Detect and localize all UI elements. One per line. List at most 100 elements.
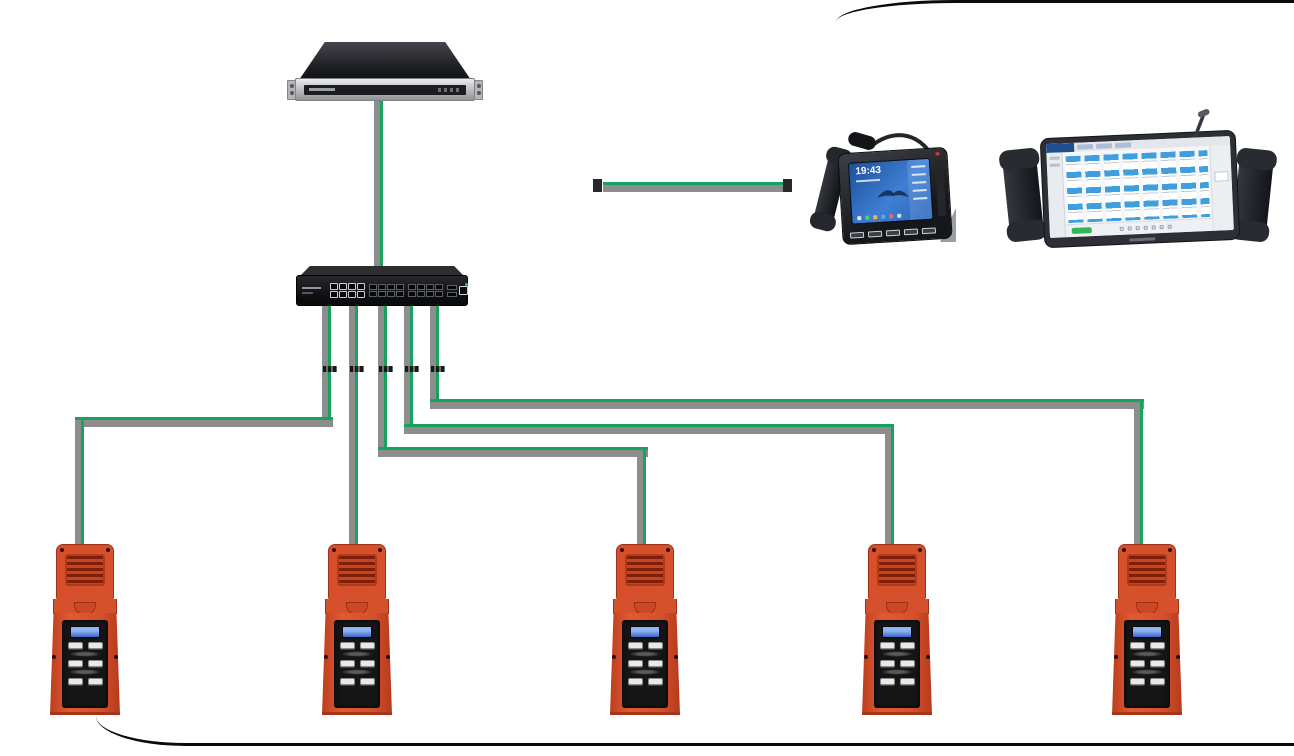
speaker-grille-icon [1127,554,1167,586]
cable-switch-terminal1-drop [322,304,331,420]
cable-coupler-icon [405,366,419,372]
terminal-keypad-panel [1124,620,1170,708]
server-led-icons [438,88,460,92]
speaker-grille-icon [337,554,377,586]
terminal-button [647,678,663,685]
cable-coupler-icon [350,366,364,372]
terminal-neck [325,599,389,614]
console-brand-icon [1129,237,1156,242]
screw-icon [926,655,930,659]
intercom-terminal-1 [48,544,122,716]
terminal-button [1149,642,1165,649]
intercom-terminal-2 [320,544,394,716]
screw-icon [1168,548,1172,552]
terminal-button [1149,660,1165,667]
cable-switch-terminal3-drop [378,304,387,450]
uplink-rj45-icon [459,283,468,295]
screw-icon [386,655,390,659]
screw-icon [872,548,876,552]
speaker-grille-icon [625,554,665,586]
terminal-button [1129,642,1145,649]
cable-switch-terminal2 [349,304,358,547]
terminal-button [1129,678,1145,685]
server-chassis-top [299,42,471,80]
terminal-button [899,678,915,685]
switch-logo-icon [302,286,326,296]
terminal-neck [53,599,117,614]
bird-wallpaper-icon [877,190,910,199]
lens-divider-icon [880,669,914,675]
terminal-lcd [630,626,660,638]
cable-switch-terminal3-tail [637,450,646,545]
terminal-button [359,642,375,649]
lens-divider-icon [628,651,662,657]
screw-icon [674,655,678,659]
lens-divider-icon [340,669,374,675]
cable-switch-terminal1-run [75,417,333,427]
phone-side-keys [934,160,947,217]
terminal-button [359,660,375,667]
terminal-button [879,642,895,649]
screw-icon [1122,548,1126,552]
terminal-neck [865,599,929,614]
switch-chassis-top [300,266,464,276]
cable-lan-phones [603,182,785,192]
speaker-grille-icon [65,554,105,586]
terminal-button [647,642,663,649]
cable-switch-terminal4-tail [885,427,894,546]
console-side-panel [1046,152,1067,238]
terminal-lcd [882,626,912,638]
lens-divider-icon [340,651,374,657]
terminal-button [1129,660,1145,667]
intercom-terminal-3 [608,544,682,716]
screw-icon [666,548,670,552]
terminal-speaker-head [328,544,386,600]
terminal-button [1149,678,1165,685]
console-tablet [1039,108,1241,249]
cable-switch-terminal5-drop [430,304,439,402]
lens-divider-icon [1130,669,1164,675]
terminal-lcd [342,626,372,638]
terminal-button [67,678,83,685]
rj45-port-block-icon [330,283,365,298]
cable-end-cap [783,179,792,192]
phone-app-dock-icons [857,213,902,221]
cable-switch-terminal5-tail [1134,402,1143,546]
terminal-body [322,613,392,715]
phone-touchscreen: 19:43 [847,157,934,225]
terminal-neck [613,599,677,614]
lens-divider-icon [880,651,914,657]
terminal-body [50,613,120,715]
cable-coupler-icon [323,366,337,372]
console-extension-grid [1065,150,1211,224]
console-right-panel [1209,145,1234,231]
console-call-button-icon [1071,227,1092,235]
cable-server-switch [374,99,383,271]
terminal-button [899,642,915,649]
lens-divider-icon [1130,651,1164,657]
intercom-terminal-4 [860,544,934,716]
uplink-port-group-icon [447,283,468,297]
terminal-body [610,613,680,715]
screw-icon [106,548,110,552]
terminal-button [359,678,375,685]
frame-artifact-top [836,0,1294,22]
screw-icon [52,655,56,659]
terminal-lcd [70,626,100,638]
cable-coupler-icon [431,366,445,372]
cable-switch-terminal5-run [430,399,1144,409]
terminal-lcd [1132,626,1162,638]
terminal-speaker-head [616,544,674,600]
speaker-grille-icon [877,554,917,586]
screw-icon [378,548,382,552]
screw-icon [114,655,118,659]
lens-divider-icon [68,669,102,675]
terminal-button [627,678,643,685]
phone-led-icon [935,152,940,156]
rack-server [287,42,483,102]
terminal-speaker-head [868,544,926,600]
sfp-port-block-icon [369,284,404,297]
terminal-keypad-panel [62,620,108,708]
terminal-button [87,678,103,685]
screw-icon [324,655,328,659]
